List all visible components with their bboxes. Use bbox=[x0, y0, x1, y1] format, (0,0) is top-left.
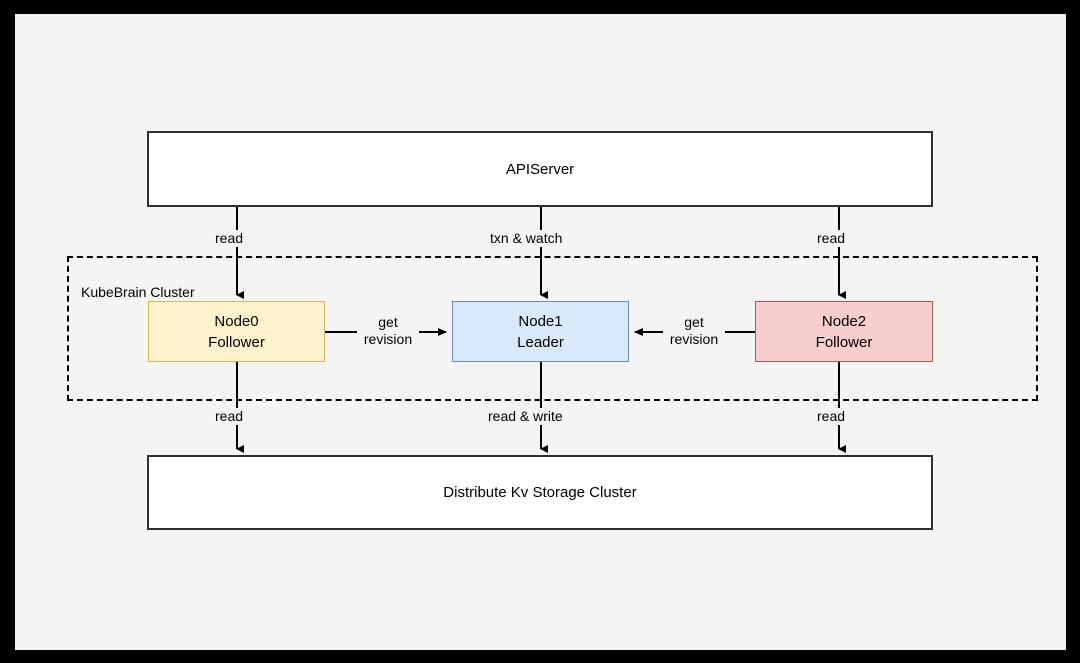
edge-label-node1-to-storage: read & write bbox=[485, 408, 566, 425]
edge-label-node2-to-node1: get revision bbox=[663, 314, 725, 348]
storage-cluster-box[interactable]: Distribute Kv Storage Cluster bbox=[147, 455, 933, 530]
edge-label-node2-to-storage: read bbox=[814, 408, 849, 425]
kubebrain-cluster-boundary bbox=[67, 256, 1038, 401]
kubebrain-cluster-label: KubeBrain Cluster bbox=[81, 284, 195, 300]
diagram-canvas: APIServer KubeBrain Cluster Node0 Follow… bbox=[15, 14, 1066, 650]
node1-name: Node1 bbox=[518, 312, 563, 330]
edge-label-node0-to-node1-line2: revision bbox=[363, 331, 413, 347]
node1-role: Leader bbox=[517, 333, 564, 351]
node2-role: Follower bbox=[815, 333, 873, 351]
node2-box[interactable]: Node2 Follower bbox=[755, 301, 933, 362]
node0-name: Node0 bbox=[214, 312, 259, 330]
edge-label-node2-to-node1-line2: revision bbox=[669, 331, 719, 347]
edge-label-node0-to-node1: get revision bbox=[357, 314, 419, 348]
edge-label-api-to-node2: read bbox=[814, 230, 849, 247]
node2-name: Node2 bbox=[821, 312, 867, 330]
node0-box[interactable]: Node0 Follower bbox=[148, 301, 325, 362]
edge-label-node2-to-node1-line1: get bbox=[684, 314, 704, 330]
node0-role: Follower bbox=[208, 333, 265, 351]
api-server-box[interactable]: APIServer bbox=[147, 131, 933, 207]
storage-cluster-label: Distribute Kv Storage Cluster bbox=[443, 484, 637, 501]
edge-label-node0-to-node1-line1: get bbox=[378, 314, 398, 330]
edge-label-api-to-node0: read bbox=[212, 230, 247, 247]
node1-box[interactable]: Node1 Leader bbox=[452, 301, 629, 362]
edge-label-node0-to-storage: read bbox=[212, 408, 247, 425]
api-server-label: APIServer bbox=[505, 160, 575, 178]
edge-label-api-to-node1: txn & watch bbox=[487, 230, 566, 247]
